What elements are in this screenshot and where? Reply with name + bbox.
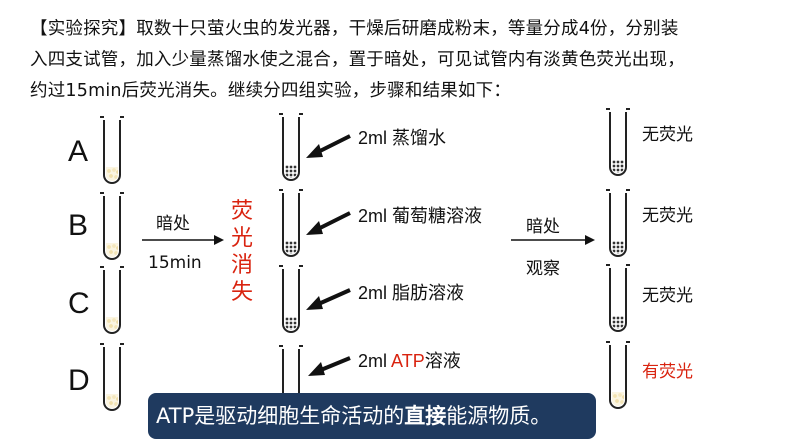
powder [106, 394, 118, 408]
result-c: 无荧光 [642, 286, 693, 306]
tube-d-initial [100, 343, 124, 411]
result-d: 有荧光 [642, 362, 693, 382]
tube-a-initial [100, 116, 124, 184]
tube-d-result [606, 341, 630, 409]
mixture [285, 317, 297, 330]
step1-bottom-label: 15min [148, 253, 202, 273]
reagent-d-label: 2ml ATP溶液 [358, 351, 461, 371]
step2-top-label: 暗处 [526, 217, 560, 237]
step2-bottom-label: 观察 [526, 259, 560, 279]
reagent-arrow-a [306, 134, 351, 158]
reagent-arrow-c [306, 288, 351, 310]
tube-b-initial [100, 192, 124, 260]
row-label-b: B [68, 209, 89, 242]
intro-line-1: 【实验探究】取数十只萤火虫的发光器，干燥后研磨成粉末，等量分成4份，分别装 [30, 19, 679, 39]
tube-a-result [606, 108, 630, 176]
row-label-c: C [68, 287, 90, 320]
reagent-c-label: 2ml 脂肪溶液 [358, 283, 465, 303]
powder [106, 243, 118, 257]
intro-text: 【实验探究】取数十只萤火虫的发光器，干燥后研磨成粉末，等量分成4份，分别装 入四… [30, 14, 770, 107]
mixture [612, 241, 624, 254]
tube-b-result [606, 189, 630, 257]
tube-c-mixture [279, 265, 303, 333]
reagent-b-label: 2ml 葡萄糖溶液 [358, 206, 483, 226]
conclusion-highlight: 直接 [404, 404, 447, 428]
intro-line-3: 约过15min后荧光消失。继续分四组实验，步骤和结果如下： [30, 81, 512, 101]
conclusion-banner: ATP是驱动细胞生命活动的直接能源物质。 [148, 393, 596, 439]
result-b: 无荧光 [642, 206, 693, 226]
row-label-a: A [68, 135, 89, 168]
intro-line-2: 入四支试管，加入少量蒸馏水使之混合，置于暗处，可见试管内有淡黄色荧光出现， [30, 50, 685, 70]
mixture [285, 241, 297, 254]
mixture [612, 316, 624, 329]
result-a: 无荧光 [642, 125, 693, 145]
powder [106, 317, 118, 331]
tube-c-initial [100, 266, 124, 334]
reagent-arrow-d [308, 356, 351, 376]
glowing-mixture [612, 392, 624, 406]
fluorescence-fade-label: 荧 光 消 失 [230, 199, 253, 305]
tube-c-result [606, 264, 630, 332]
reagent-a-label: 2ml 蒸馏水 [358, 128, 447, 148]
mixture [612, 160, 624, 173]
tube-b-mixture [279, 189, 303, 257]
powder [106, 167, 118, 181]
tube-a-mixture [279, 113, 303, 181]
mixture [285, 165, 297, 178]
row-label-d: D [68, 364, 90, 397]
step1-top-label: 暗处 [156, 214, 190, 234]
reagent-arrow-b [306, 211, 351, 235]
